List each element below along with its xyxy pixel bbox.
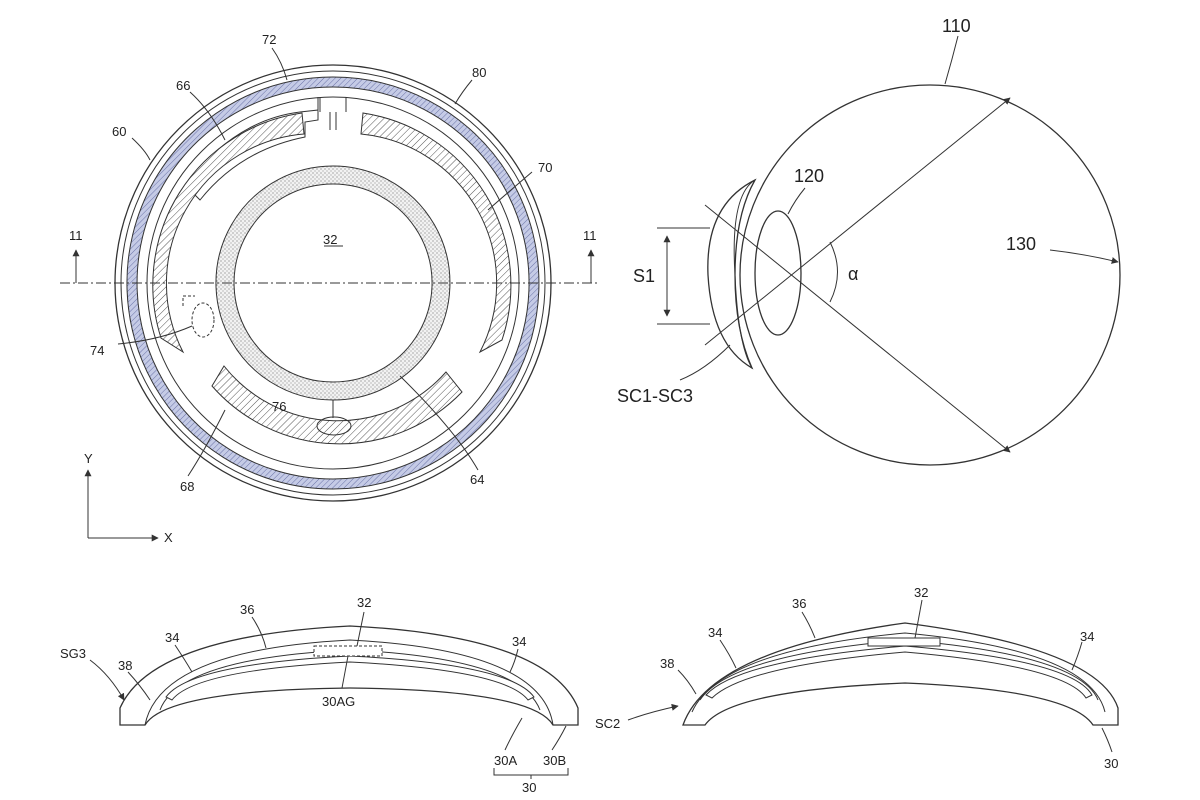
chip-32 bbox=[313, 645, 383, 657]
leader-36 bbox=[251, 616, 267, 649]
leader-32 bbox=[914, 599, 923, 639]
leader-70 bbox=[487, 171, 533, 211]
label-36: 36 bbox=[240, 602, 254, 617]
component-74 bbox=[191, 302, 215, 338]
label-30a: 30A bbox=[494, 753, 517, 768]
label-74: 74 bbox=[90, 343, 104, 358]
angle-alpha-arc bbox=[829, 241, 838, 303]
diameter-line-1 bbox=[704, 97, 1011, 346]
label-11-left: 11 bbox=[69, 228, 83, 243]
label-sc2: SC2 bbox=[595, 716, 620, 731]
leader-72 bbox=[271, 47, 288, 81]
label-s1: S1 bbox=[633, 266, 655, 286]
lens-body-30 bbox=[682, 622, 1119, 726]
hatched-arc-66 bbox=[152, 112, 305, 354]
label-70: 70 bbox=[538, 160, 552, 175]
brace-30 bbox=[493, 768, 569, 779]
label-34a: 34 bbox=[165, 630, 179, 645]
leader-110 bbox=[944, 35, 959, 85]
leader-64 bbox=[399, 375, 479, 471]
leader-36 bbox=[801, 611, 816, 639]
hatched-arc-70 bbox=[360, 112, 512, 354]
leader-60 bbox=[131, 137, 151, 161]
leader-30 bbox=[1101, 727, 1113, 753]
leader-30a bbox=[504, 717, 523, 751]
diameter-line-2 bbox=[704, 204, 1011, 453]
label-130: 130 bbox=[1006, 234, 1036, 254]
leader-30ag bbox=[341, 655, 349, 689]
label-80: 80 bbox=[472, 65, 486, 80]
leader-66 bbox=[189, 91, 226, 141]
label-32: 32 bbox=[357, 595, 371, 610]
leader-sc bbox=[679, 344, 731, 381]
label-66: 66 bbox=[176, 78, 190, 93]
leader-34b bbox=[509, 648, 519, 673]
label-64: 64 bbox=[470, 472, 484, 487]
label-32: 32 bbox=[914, 585, 928, 600]
label-34a: 34 bbox=[708, 625, 722, 640]
contact-lens-sc bbox=[733, 179, 756, 369]
cornea-bulge bbox=[707, 178, 757, 370]
stippled-ring-64 bbox=[215, 165, 451, 401]
label-120: 120 bbox=[794, 166, 824, 186]
lens-body-30 bbox=[119, 625, 579, 726]
layer-34 bbox=[705, 645, 1093, 699]
label-sc1-sc3: SC1-SC3 bbox=[617, 386, 693, 406]
leader-80 bbox=[454, 79, 473, 105]
label-30: 30 bbox=[522, 780, 536, 795]
component-74-box bbox=[182, 295, 195, 306]
hatched-arc-68 bbox=[211, 365, 463, 445]
leader-38 bbox=[127, 671, 151, 701]
label-axis-y: Y bbox=[84, 451, 93, 466]
label-32: 32 bbox=[323, 232, 337, 247]
leader-sc2 bbox=[627, 703, 679, 721]
leader-74 bbox=[117, 325, 193, 345]
leader-sg3 bbox=[89, 659, 125, 701]
leader-120 bbox=[787, 187, 806, 215]
eye-view: 110 120 130 S1 α SC1-SC3 bbox=[617, 16, 1121, 466]
lens-top-view: 72 80 66 60 70 32 11 11 74 76 68 64 Y X bbox=[60, 32, 600, 545]
label-34b: 34 bbox=[1080, 629, 1094, 644]
section-left: 36 32 34 34 SG3 38 30AG 30A 30B 30 bbox=[60, 595, 579, 795]
layer-38 bbox=[691, 632, 1106, 713]
lens-120 bbox=[754, 210, 802, 336]
label-30b: 30B bbox=[543, 753, 566, 768]
label-axis-x: X bbox=[164, 530, 173, 545]
label-60: 60 bbox=[112, 124, 126, 139]
layer-34 bbox=[165, 655, 535, 701]
leader-34a bbox=[174, 644, 193, 673]
blue-hatched-ring bbox=[126, 76, 540, 490]
label-36: 36 bbox=[792, 596, 806, 611]
leader-30b bbox=[551, 725, 567, 751]
eyeball-110 bbox=[739, 84, 1121, 466]
leader-34a bbox=[719, 639, 737, 669]
label-68: 68 bbox=[180, 479, 194, 494]
label-110: 110 bbox=[942, 16, 971, 36]
label-76: 76 bbox=[272, 399, 286, 414]
leader-32 bbox=[356, 611, 365, 647]
label-72: 72 bbox=[262, 32, 276, 47]
label-30ag: 30AG bbox=[322, 694, 355, 709]
component-76 bbox=[316, 416, 352, 436]
label-34b: 34 bbox=[512, 634, 526, 649]
chip-32 bbox=[867, 637, 941, 647]
label-38: 38 bbox=[118, 658, 132, 673]
leader-130 bbox=[1049, 249, 1119, 264]
label-30: 30 bbox=[1104, 756, 1118, 771]
label-11-right: 11 bbox=[583, 228, 597, 243]
leader-68 bbox=[187, 409, 226, 477]
label-38: 38 bbox=[660, 656, 674, 671]
layer-38 bbox=[144, 639, 554, 726]
section-right: 36 32 34 34 38 SC2 30 bbox=[595, 585, 1119, 771]
label-alpha: α bbox=[848, 264, 858, 284]
leader-34b bbox=[1071, 641, 1083, 671]
leader-38 bbox=[677, 669, 697, 695]
label-sg3: SG3 bbox=[60, 646, 86, 661]
